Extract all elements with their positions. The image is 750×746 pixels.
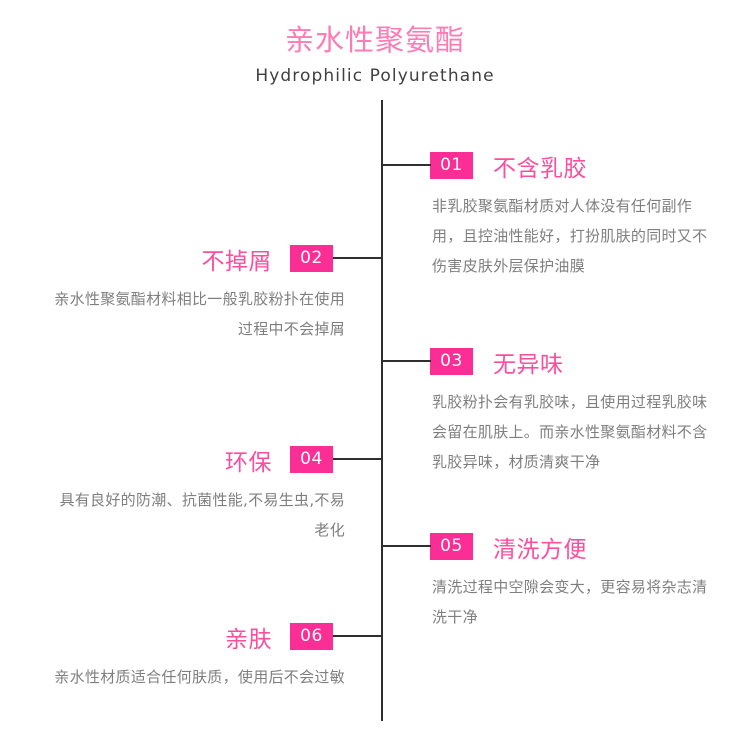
feature-badge-03: 03 — [430, 348, 473, 375]
feature-heading-row-04: 环保 04 — [0, 446, 381, 476]
feature-title-02: 不掉屑 — [201, 248, 272, 275]
feature-title-05: 清洗方便 — [493, 536, 587, 563]
feature-body-01: 非乳胶聚氨酯材质对人体没有任何副作用，且控油性能好，打扮肌肤的同时又不伤害皮肤外… — [432, 197, 708, 275]
page-title-cn: 亲水性聚氨酯 — [284, 23, 465, 57]
feature-title-06: 亲肤 — [225, 626, 272, 653]
connector-line-02 — [333, 257, 381, 259]
feature-body-05: 清洗过程中空隙会变大，更容易将杂志清洗干净 — [432, 578, 708, 626]
feature-item-04: 环保 04 具有良好的防潮、抗菌性能,不易生虫,不易老化 — [0, 446, 381, 545]
feature-body-03: 乳胶粉扑会有乳胶味，且使用过程乳胶味会留在肌肤上。而亲水性聚氨酯材料不含乳胶异味… — [432, 393, 708, 471]
feature-item-06: 亲肤 06 亲水性材质适合任何肤质，使用后不会过敏 — [0, 623, 381, 692]
infographic-header: 亲水性聚氨酯 Hydrophilic Polyurethane — [0, 22, 750, 90]
connector-line-05 — [381, 545, 431, 547]
feature-title-04: 环保 — [225, 449, 272, 476]
feature-badge-02: 02 — [290, 245, 333, 272]
feature-badge-06: 06 — [290, 623, 333, 650]
feature-item-03: 03 无异味 乳胶粉扑会有乳胶味，且使用过程乳胶味会留在肌肤上。而亲水性聚氨酯材… — [381, 348, 750, 477]
connector-line-01 — [381, 164, 431, 166]
feature-title-03: 无异味 — [493, 351, 564, 378]
feature-body-04: 具有良好的防潮、抗菌性能,不易生虫,不易老化 — [59, 491, 345, 539]
feature-item-02: 不掉屑 02 亲水性聚氨酯材料相比一般乳胶粉扑在使用过程中不会掉屑 — [0, 245, 381, 344]
feature-badge-05: 05 — [430, 533, 473, 560]
feature-body-06: 亲水性材质适合任何肤质，使用后不会过敏 — [54, 668, 345, 686]
connector-line-06 — [333, 635, 381, 637]
page-title-en: Hydrophilic Polyurethane — [255, 66, 495, 87]
connector-line-03 — [381, 360, 431, 362]
feature-item-01: 01 不含乳胶 非乳胶聚氨酯材质对人体没有任何副作用，且控油性能好，打扮肌肤的同… — [381, 152, 750, 281]
connector-line-04 — [333, 458, 381, 460]
feature-badge-04: 04 — [290, 446, 333, 473]
feature-heading-row-05: 05 清洗方便 — [381, 533, 750, 563]
feature-badge-01: 01 — [430, 152, 473, 179]
timeline-spine — [381, 100, 383, 721]
feature-body-02: 亲水性聚氨酯材料相比一般乳胶粉扑在使用过程中不会掉屑 — [54, 290, 345, 338]
feature-title-01: 不含乳胶 — [493, 155, 587, 182]
feature-heading-row-02: 不掉屑 02 — [0, 245, 381, 275]
feature-heading-row-03: 03 无异味 — [381, 348, 750, 378]
feature-item-05: 05 清洗方便 清洗过程中空隙会变大，更容易将杂志清洗干净 — [381, 533, 750, 632]
feature-heading-row-01: 01 不含乳胶 — [381, 152, 750, 182]
feature-heading-row-06: 亲肤 06 — [0, 623, 381, 653]
